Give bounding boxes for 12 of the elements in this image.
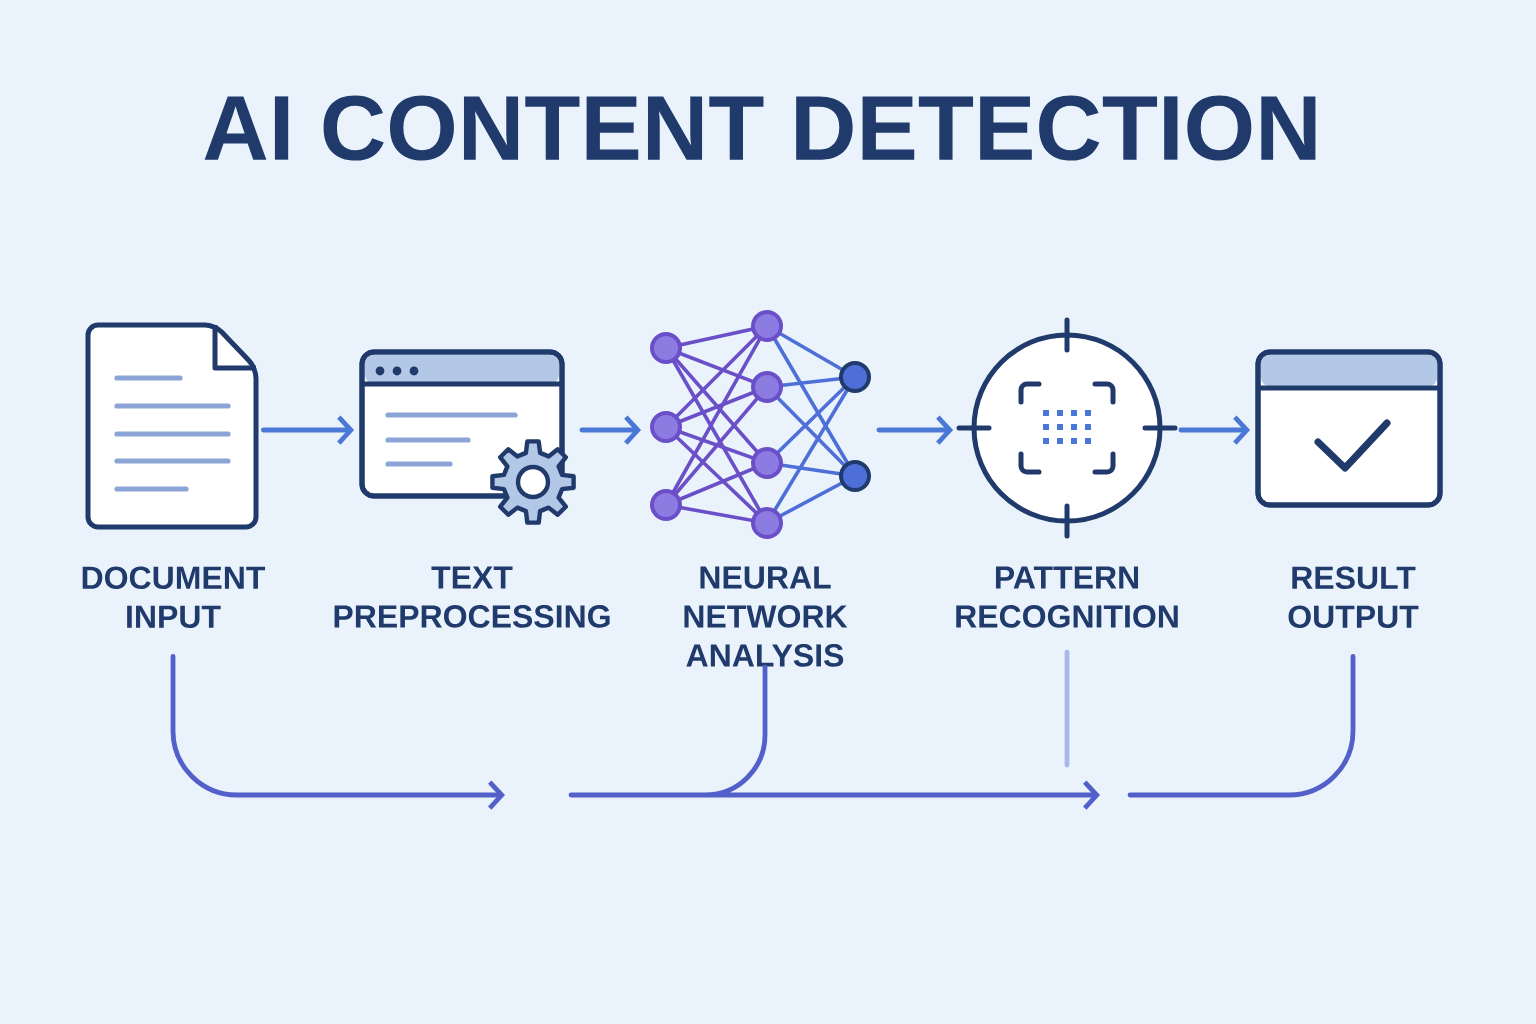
arrow bbox=[170, 654, 505, 810]
step-label: PATTERN RECOGNITION bbox=[956, 566, 1178, 628]
step-label: RESULT OUTPUT bbox=[1288, 566, 1419, 629]
step-label: DOCUMENT INPUT bbox=[82, 566, 266, 629]
arrow bbox=[568, 664, 1100, 810]
step-label: TEXT PREPROCESSING bbox=[334, 566, 610, 628]
arrow bbox=[876, 415, 954, 445]
title: AI CONTENT DETECTION bbox=[204, 95, 1316, 161]
step-label: NEURAL NETWORK ANALYSIS bbox=[684, 566, 848, 667]
arrow bbox=[261, 415, 355, 445]
arrow bbox=[579, 415, 642, 445]
arrow bbox=[1178, 415, 1251, 445]
